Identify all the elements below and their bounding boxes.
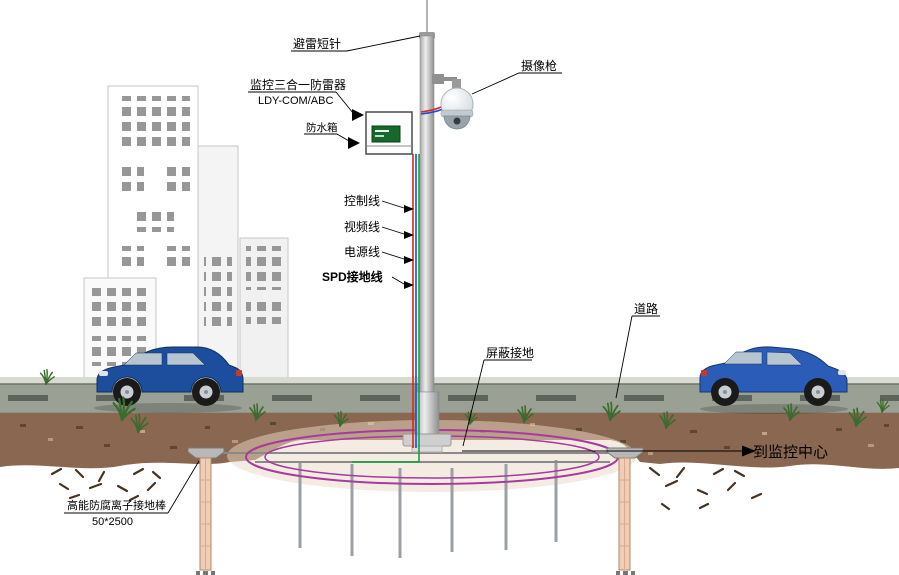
vertical-electrodes (298, 460, 558, 558)
label-control-cable: 控制线 (344, 194, 380, 208)
label-spd-model: LDY-COM/ABC (258, 95, 333, 107)
spd-device (371, 125, 401, 143)
building-mid (197, 145, 239, 381)
camera-pole (402, 0, 452, 453)
car-right (699, 346, 848, 414)
label-power-cable: 电源线 (344, 245, 380, 259)
camera-mount (432, 74, 444, 84)
pole-shaft (419, 35, 435, 393)
dome-camera (432, 74, 474, 130)
car-left (94, 346, 244, 413)
flat-conductors (212, 452, 640, 463)
camera-lens-icon (453, 117, 461, 125)
label-lightning-rod: 避雷短针 (293, 36, 341, 51)
box-pointer-arrow (348, 137, 360, 149)
label-video-cable: 视频线 (344, 219, 380, 234)
label-spd-ground-cable: SPD接地线 (322, 269, 383, 284)
monitor-center-arrowhead (742, 445, 756, 457)
label-ion-ground-rod: 高能防腐离子接地棒 (67, 498, 166, 512)
annotations: 避雷短针 监控三合一防雷器 LDY-COM/ABC 防水箱 摄像枪 控制线 视频… (64, 35, 828, 528)
pole-pedestal (411, 445, 443, 453)
ion-ground-rod-left (187, 447, 225, 575)
cable-green-ground (352, 154, 420, 463)
camera-pendant (452, 79, 461, 91)
label-shield-ground: 屏蔽接地 (486, 345, 534, 360)
label-waterproof-box: 防水箱 (306, 121, 338, 134)
city-buildings (83, 85, 289, 381)
waterproof-box (365, 111, 413, 155)
label-road: 道路 (634, 301, 658, 316)
label-ion-ground-rod-spec: 50*2500 (92, 516, 133, 528)
debris-left (50, 467, 162, 502)
label-spd-device: 监控三合一防雷器 (250, 77, 346, 92)
building-right (239, 237, 289, 381)
monitor-center-run (462, 445, 756, 457)
spd-pointer-arrow (352, 109, 364, 121)
label-camera: 摄像枪 (521, 58, 557, 73)
label-to-monitor-center: 到监控中心 (753, 444, 828, 461)
soil-band (0, 413, 899, 469)
debris-right (648, 466, 763, 511)
pole-base-flange (402, 433, 452, 447)
